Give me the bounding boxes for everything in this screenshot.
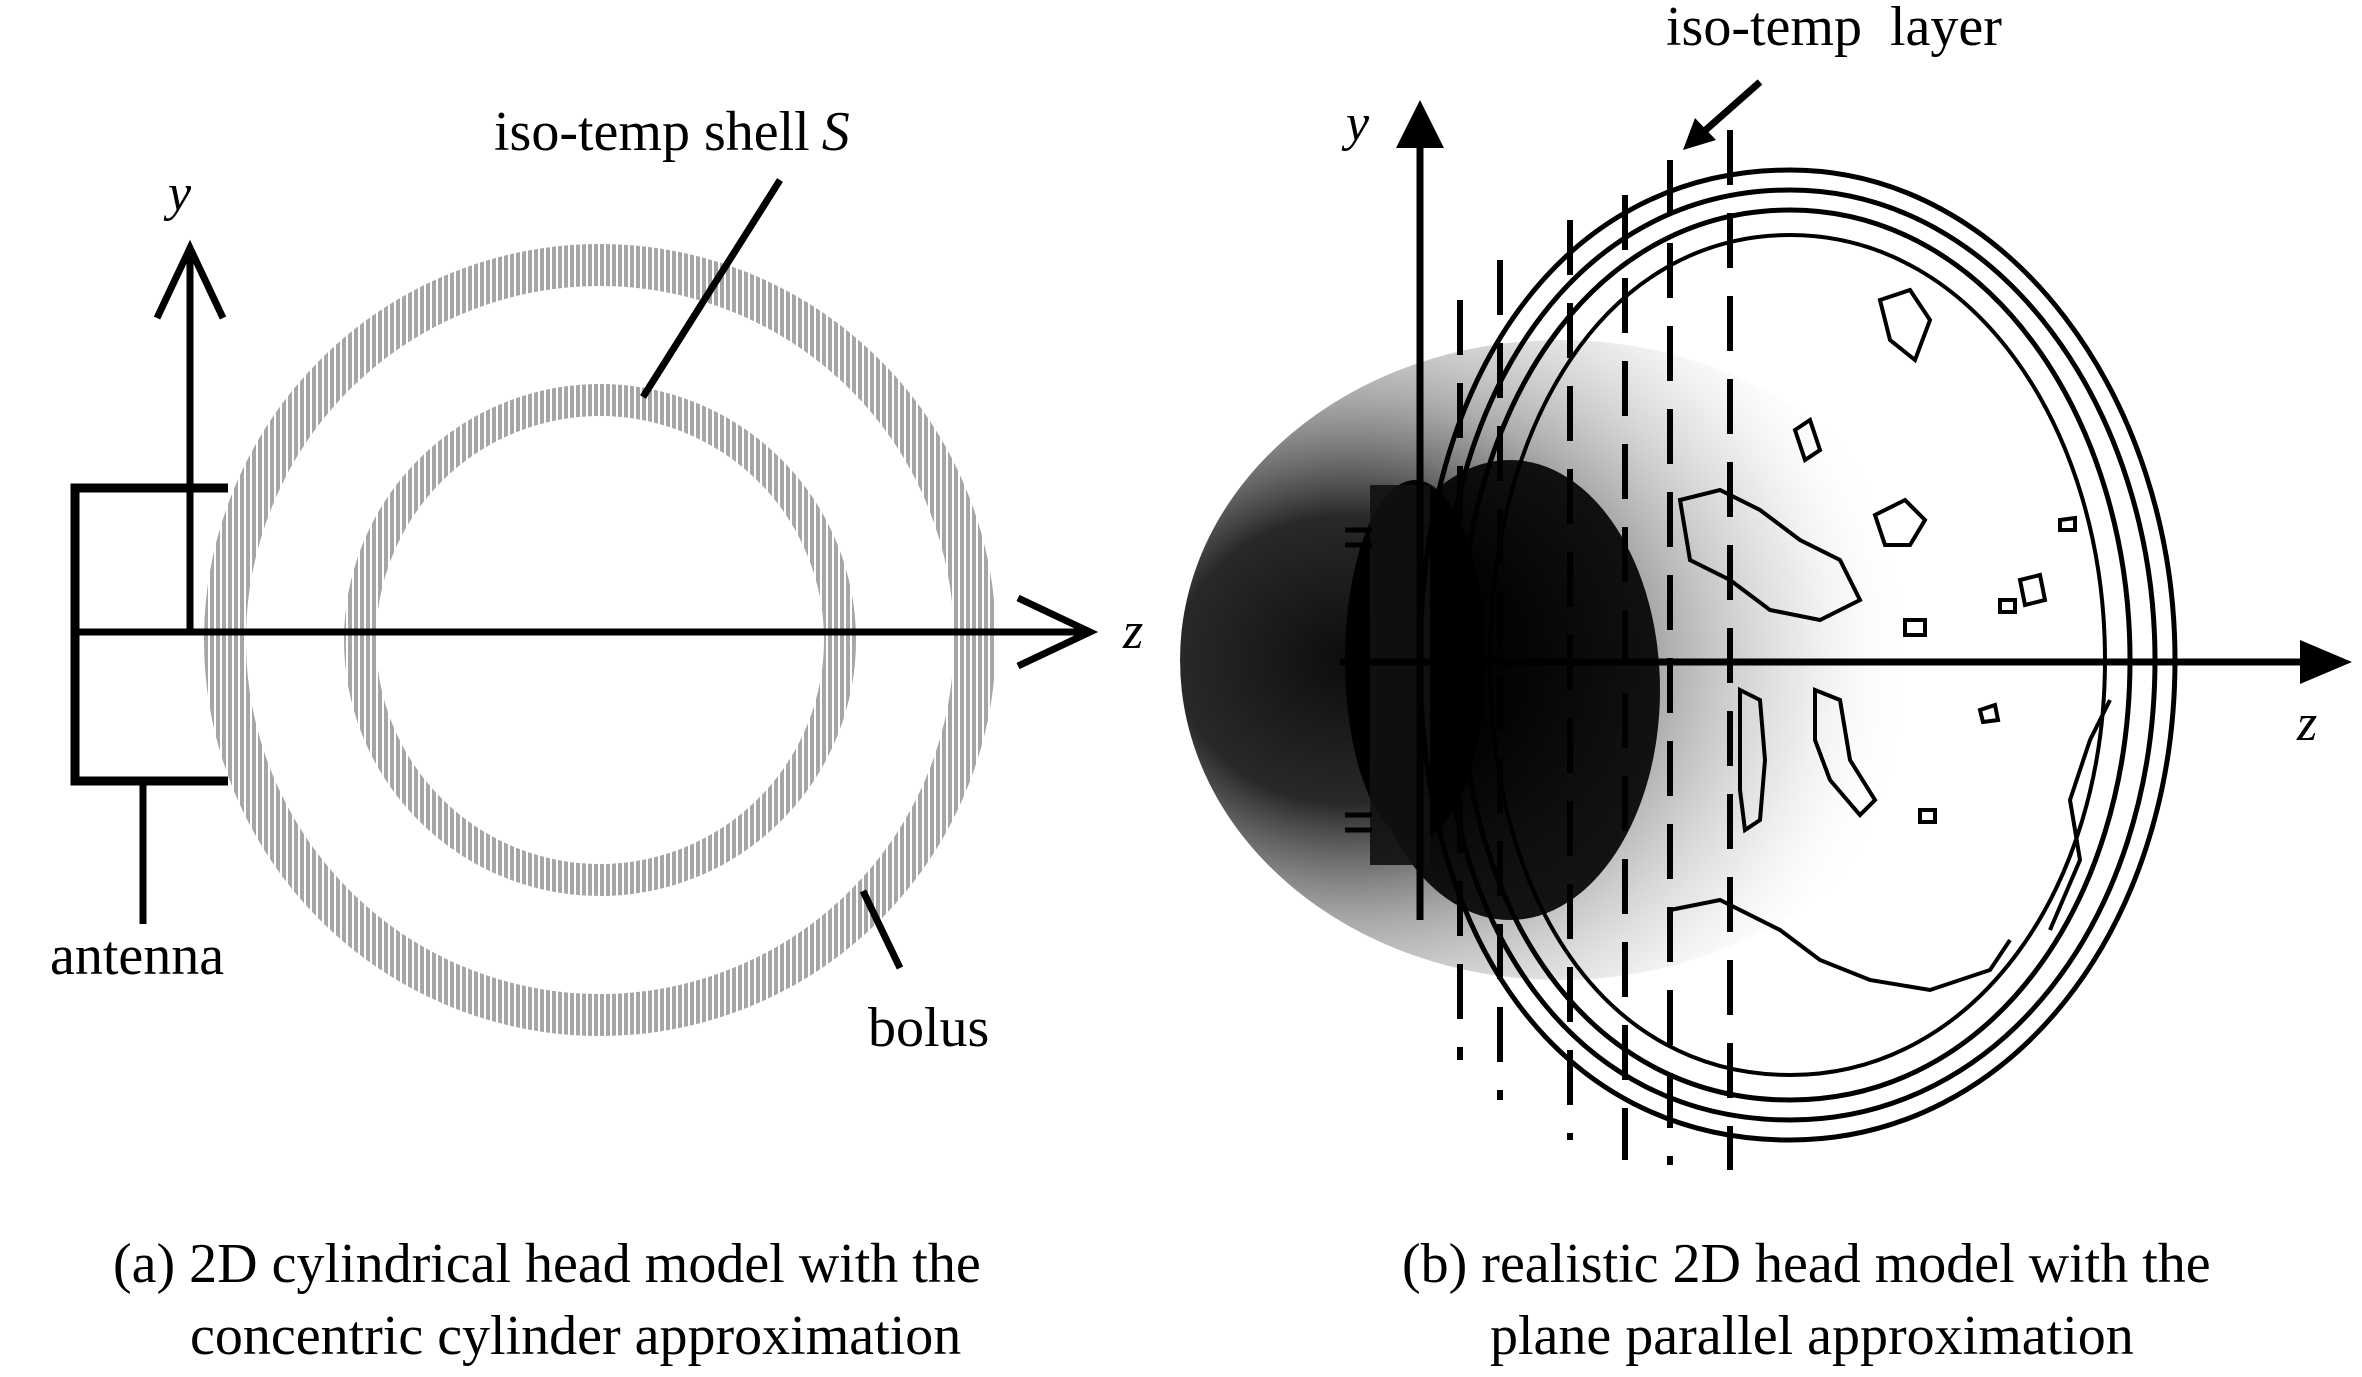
iso-temp-shell-ring xyxy=(344,384,856,896)
panel-b: y z iso-temp layer (b) realistic 2D head… xyxy=(1180,0,2352,1367)
y-axis-arrow-b xyxy=(1396,100,1444,920)
axis-z-label-a: z xyxy=(1122,603,1143,660)
z-axis-arrow-a xyxy=(75,594,1099,670)
bolus-ring xyxy=(204,244,996,1036)
iso-temp-shell-symbol: S xyxy=(822,101,850,163)
iso-temp-layer-pointer xyxy=(1683,79,1763,150)
caption-b-line2: plane parallel approximation xyxy=(1490,1305,2134,1367)
caption-a-line1: (a) 2D cylindrical head model with the xyxy=(113,1233,981,1295)
bolus-leader xyxy=(859,889,904,970)
shell-leader xyxy=(640,178,783,399)
y-axis-arrow-a xyxy=(153,239,227,630)
bolus-label: bolus xyxy=(868,997,989,1059)
axis-z-label-b: z xyxy=(2296,695,2317,752)
iso-temp-shell-text: iso-temp shell xyxy=(494,101,810,163)
internal-contours xyxy=(1669,287,2112,993)
caption-b-line1: (b) realistic 2D head model with the xyxy=(1402,1233,2211,1295)
caption-a-line2: concentric cylinder approximation xyxy=(190,1305,961,1367)
axis-y-label-b: y xyxy=(1341,95,1370,152)
axis-y-label-a: y xyxy=(163,165,192,222)
z-axis-arrow-b xyxy=(1340,640,2352,684)
iso-temp-layer-label: iso-temp layer xyxy=(1666,0,2002,58)
antenna-label: antenna xyxy=(50,925,224,987)
